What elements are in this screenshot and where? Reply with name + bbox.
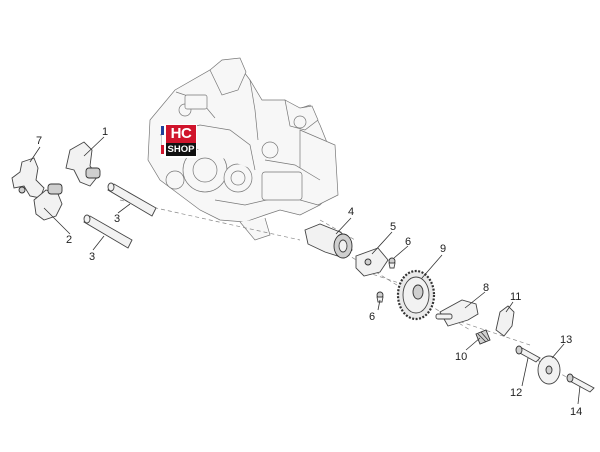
callout-5: 5 <box>390 221 396 233</box>
callout-8: 8 <box>483 282 489 294</box>
logo-shop-text: SHOP <box>166 143 196 156</box>
flag-blue <box>161 126 164 136</box>
part-8-selector-lever <box>435 299 479 327</box>
part-12-bolt <box>515 345 541 363</box>
part-6-screw-lower <box>376 291 384 303</box>
part-9-gear-wheel <box>396 269 436 321</box>
part-6-screw-upper <box>388 257 396 269</box>
part-5-retaining-plate <box>355 247 389 277</box>
callout-14: 14 <box>570 406 582 418</box>
part-11-lever-fork <box>495 305 515 337</box>
callout-3-lower: 3 <box>89 251 95 263</box>
leader-lines <box>29 136 581 405</box>
flag-white <box>161 135 164 145</box>
callout-13: 13 <box>560 334 572 346</box>
part-10-spring <box>475 329 491 345</box>
callout-4: 4 <box>348 206 354 218</box>
callout-6-upper: 6 <box>405 236 411 248</box>
callout-11: 11 <box>510 291 521 303</box>
part-2-shift-fork <box>33 183 63 221</box>
callout-7: 7 <box>36 135 42 147</box>
callout-labels: 7 1 2 3 3 4 5 6 6 9 8 11 10 13 12 14 <box>36 126 582 418</box>
callout-3-upper: 3 <box>114 213 120 225</box>
engine-block <box>147 57 339 241</box>
callout-1: 1 <box>102 126 108 138</box>
part-4-selector-drum <box>304 223 353 259</box>
callout-12: 12 <box>510 387 522 399</box>
callout-6-lower: 6 <box>369 311 375 323</box>
part-1-shift-fork <box>65 141 101 187</box>
part-3-fork-shaft-upper <box>107 182 157 217</box>
logo-hc-text: HC <box>166 125 196 143</box>
callout-9: 9 <box>440 243 446 255</box>
hc-shop-logo: HC SHOP <box>161 124 197 158</box>
part-14-bolt <box>566 373 595 393</box>
callout-2: 2 <box>66 234 72 246</box>
callout-10: 10 <box>455 351 467 363</box>
part-13-washer <box>537 355 561 385</box>
flag-red <box>161 144 164 154</box>
part-3-fork-shaft-lower <box>83 214 133 249</box>
flag-stripe-icon <box>161 126 164 154</box>
part-7-shift-fork <box>11 157 45 199</box>
